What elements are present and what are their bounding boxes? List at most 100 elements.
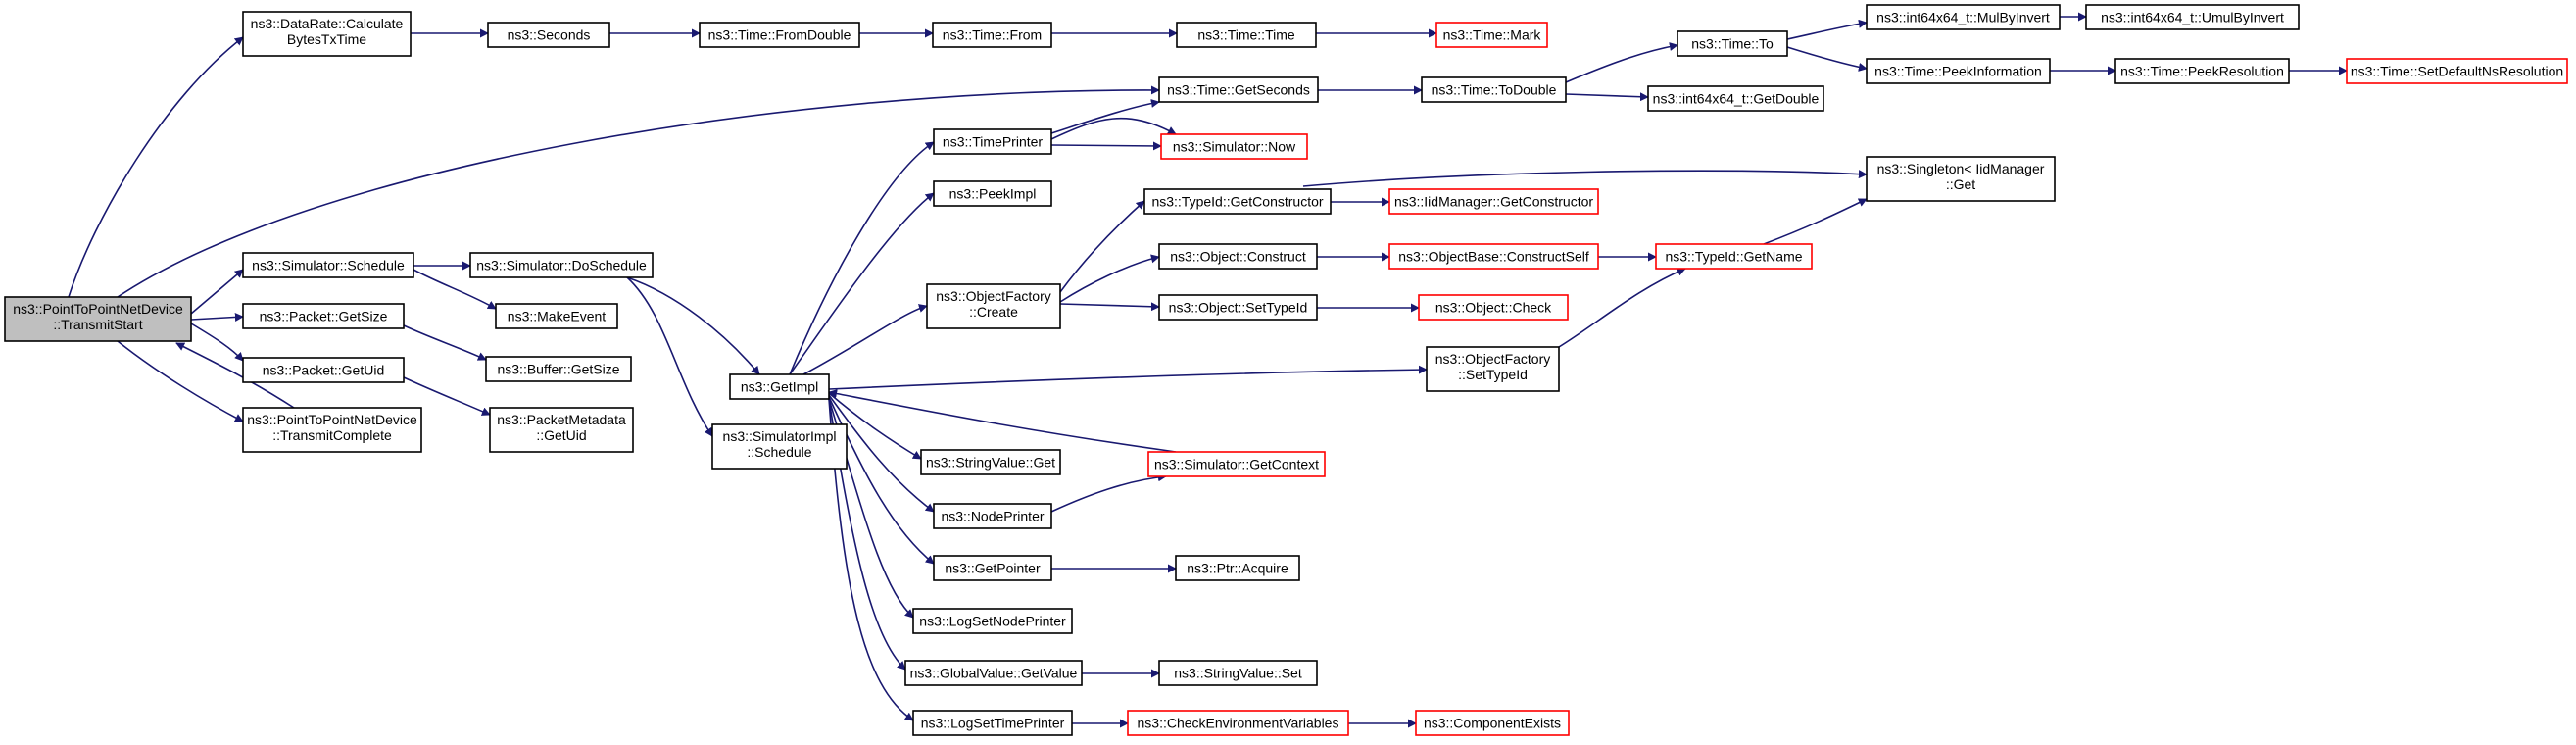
node-label: ns3::Time::To bbox=[1691, 36, 1774, 52]
node-settypeid[interactable]: ns3::Object::SetTypeId bbox=[1158, 294, 1318, 321]
node-label: ns3::ObjectFactory bbox=[1435, 351, 1551, 367]
node-makeevent[interactable]: ns3::MakeEvent bbox=[495, 303, 618, 329]
node-mark[interactable]: ns3::Time::Mark bbox=[1435, 22, 1548, 48]
node-box bbox=[495, 303, 618, 329]
node-box bbox=[912, 608, 1073, 634]
node-check[interactable]: ns3::Object::Check bbox=[1418, 294, 1569, 321]
node-label: ns3::TypeId::GetName bbox=[1665, 249, 1802, 265]
node-to[interactable]: ns3::Time::To bbox=[1677, 30, 1788, 57]
node-nodeprinter[interactable]: ns3::NodePrinter bbox=[933, 503, 1052, 529]
node-now[interactable]: ns3::Simulator::Now bbox=[1160, 133, 1308, 160]
node-label: ns3::Time::PeekInformation bbox=[1874, 64, 2042, 79]
call-edge-to-getseconds bbox=[117, 85, 1160, 298]
node-label: ns3::GetImpl bbox=[741, 379, 818, 395]
node-label: ns3::CheckEnvironmentVariables bbox=[1138, 716, 1339, 731]
node-label: ns3::Time::Time bbox=[1197, 27, 1295, 43]
node-box bbox=[1158, 76, 1319, 103]
node-box bbox=[711, 423, 848, 470]
node-box bbox=[904, 660, 1083, 686]
call-edge-to-root bbox=[175, 342, 295, 409]
node-umulbyinvert[interactable]: ns3::int64x64_t::UmulByInvert bbox=[2085, 4, 2300, 30]
node-peekres[interactable]: ns3::Time::PeekResolution bbox=[2114, 58, 2290, 84]
call-edge-to-getpointer bbox=[828, 396, 935, 565]
call-edge-to-settypeid bbox=[1059, 302, 1160, 312]
node-box bbox=[912, 710, 1073, 736]
call-edge-to-singleton bbox=[1763, 198, 1868, 245]
node-constructself[interactable]: ns3::ObjectBase::ConstructSelf bbox=[1388, 243, 1599, 270]
node-label: ns3::Simulator::DoSchedule bbox=[476, 258, 647, 273]
node-logsetnodeprinter[interactable]: ns3::LogSetNodePrinter bbox=[912, 608, 1073, 634]
node-getname[interactable]: ns3::TypeId::GetName bbox=[1655, 243, 1813, 270]
node-label: ns3::TimePrinter bbox=[943, 134, 1044, 150]
node-box bbox=[242, 407, 422, 453]
node-mulbyinvert[interactable]: ns3::int64x64_t::MulByInvert bbox=[1866, 4, 2061, 30]
node-fromdouble[interactable]: ns3::Time::FromDouble bbox=[699, 22, 860, 48]
node-label: ns3::Object::Construct bbox=[1170, 249, 1306, 265]
node-pktgetuid[interactable]: ns3::Packet::GetUid bbox=[242, 357, 405, 383]
node-label: ns3::Time::GetSeconds bbox=[1167, 82, 1310, 98]
call-edge-to-pktgetuid bbox=[190, 323, 244, 362]
node-compexists[interactable]: ns3::ComponentExists bbox=[1415, 710, 1570, 736]
node-getpointer[interactable]: ns3::GetPointer bbox=[933, 555, 1052, 581]
node-todouble[interactable]: ns3::Time::ToDouble bbox=[1421, 76, 1567, 103]
node-box bbox=[1415, 710, 1570, 736]
node-setdefres[interactable]: ns3::Time::SetDefaultNsResolution bbox=[2346, 58, 2568, 84]
node-simimplschedule[interactable]: ns3::SimulatorImpl::Schedule bbox=[711, 423, 848, 470]
node-getcontext[interactable]: ns3::Simulator::GetContext bbox=[1147, 451, 1326, 477]
node-peekinfo[interactable]: ns3::Time::PeekInformation bbox=[1866, 58, 2051, 84]
node-getconstructor[interactable]: ns3::TypeId::GetConstructor bbox=[1143, 188, 1332, 215]
node-iidgetconstructor[interactable]: ns3::IidManager::GetConstructor bbox=[1388, 188, 1599, 215]
node-gvgetvalue[interactable]: ns3::GlobalValue::GetValue bbox=[904, 660, 1083, 686]
node-singleton[interactable]: ns3::Singleton< IidManager::Get bbox=[1866, 156, 2056, 202]
node-construct[interactable]: ns3::Object::Construct bbox=[1158, 243, 1318, 270]
node-getimpl[interactable]: ns3::GetImpl bbox=[729, 373, 830, 400]
node-box bbox=[1435, 22, 1548, 48]
node-bufgetsize[interactable]: ns3::Buffer::GetSize bbox=[485, 356, 632, 382]
node-logsettimeprinter[interactable]: ns3::LogSetTimePrinter bbox=[912, 710, 1073, 736]
node-box bbox=[242, 11, 412, 57]
node-doschedule[interactable]: ns3::Simulator::DoSchedule bbox=[469, 252, 654, 278]
node-box bbox=[469, 252, 654, 278]
node-box bbox=[699, 22, 860, 48]
node-label: ::TransmitStart bbox=[53, 317, 142, 332]
node-ofcreate[interactable]: ns3::ObjectFactory::Create bbox=[926, 283, 1061, 329]
node-stringvalueset[interactable]: ns3::StringValue::Set bbox=[1158, 660, 1318, 686]
node-label: ns3::ComponentExists bbox=[1424, 716, 1561, 731]
node-getdouble[interactable]: ns3::int64x64_t::GetDouble bbox=[1647, 85, 1824, 112]
node-stringvalueget[interactable]: ns3::StringValue::Get bbox=[920, 449, 1061, 475]
node-label: ns3::Buffer::GetSize bbox=[497, 362, 619, 377]
node-seconds[interactable]: ns3::Seconds bbox=[487, 22, 610, 48]
node-transmitcomplete[interactable]: ns3::PointToPointNetDevice::TransmitComp… bbox=[242, 407, 422, 453]
call-edge-to-ofsettypeid bbox=[828, 365, 1428, 390]
node-ofsettypeid[interactable]: ns3::ObjectFactory::SetTypeId bbox=[1426, 346, 1560, 392]
node-label: ::Schedule bbox=[747, 444, 811, 460]
node-label: ns3::Time::FromDouble bbox=[708, 27, 851, 43]
call-edge-to-makeevent bbox=[413, 269, 497, 310]
node-label: ns3::PointToPointNetDevice bbox=[13, 301, 183, 317]
node-pktgetsize[interactable]: ns3::Packet::GetSize bbox=[242, 303, 405, 329]
node-peekimpl[interactable]: ns3::PeekImpl bbox=[933, 180, 1052, 207]
node-label: ns3::StringValue::Set bbox=[1174, 666, 1302, 681]
node-root[interactable]: ns3::PointToPointNetDevice::TransmitStar… bbox=[4, 296, 192, 342]
node-acquire[interactable]: ns3::Ptr::Acquire bbox=[1175, 555, 1300, 581]
call-nodes: ns3::PointToPointNetDevice::TransmitStar… bbox=[4, 4, 2568, 736]
node-box bbox=[1655, 243, 1813, 270]
node-getseconds[interactable]: ns3::Time::GetSeconds bbox=[1158, 76, 1319, 103]
node-label: ns3::Object::Check bbox=[1435, 300, 1552, 316]
node-box bbox=[2114, 58, 2290, 84]
node-box bbox=[1647, 85, 1824, 112]
node-label: ns3::NodePrinter bbox=[941, 509, 1044, 524]
node-pmgetuid[interactable]: ns3::PacketMetadata::GetUid bbox=[489, 407, 634, 453]
call-edge-to-nodeprinter bbox=[828, 394, 935, 513]
node-timeprinter[interactable]: ns3::TimePrinter bbox=[933, 128, 1052, 155]
node-label: ns3::Time::Mark bbox=[1443, 27, 1542, 43]
node-schedule[interactable]: ns3::Simulator::Schedule bbox=[242, 252, 414, 278]
node-from[interactable]: ns3::Time::From bbox=[932, 22, 1052, 48]
node-checkenv[interactable]: ns3::CheckEnvironmentVariables bbox=[1127, 710, 1349, 736]
node-time[interactable]: ns3::Time::Time bbox=[1176, 22, 1317, 48]
node-label: ns3::StringValue::Get bbox=[926, 455, 1055, 471]
node-label: ns3::PacketMetadata bbox=[497, 412, 626, 427]
call-edge-to-getseconds bbox=[1050, 99, 1160, 134]
node-label: ns3::Singleton< IidManager bbox=[1877, 161, 2045, 176]
